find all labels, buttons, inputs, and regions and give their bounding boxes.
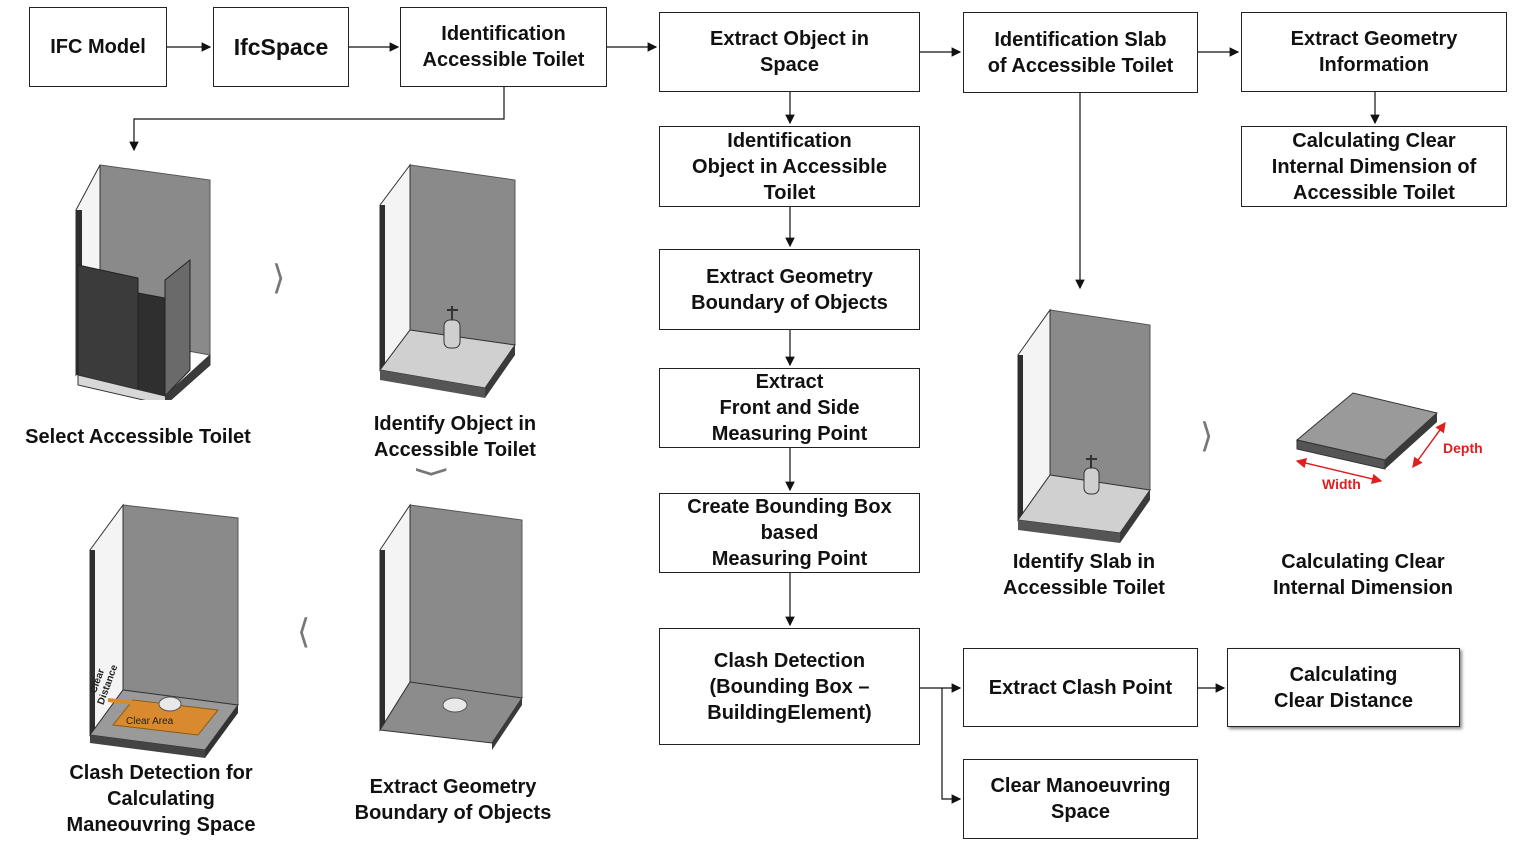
box-calculating-clear-internal-dimension: Calculating Clear Internal Dimension of … xyxy=(1241,126,1507,207)
box-extract-clash-point: Extract Clash Point xyxy=(963,648,1198,727)
illustration-identify-slab xyxy=(1017,308,1151,543)
caption-calculating-clear-internal-dimension: Calculating Clear Internal Dimension xyxy=(1272,551,1454,599)
box-extract-object-in-space-label: Extract Object in Space xyxy=(710,28,869,76)
box-calculating-clear-internal-dimension-label: Calculating Clear Internal Dimension of … xyxy=(1271,129,1477,204)
box-identification-object-label: Identification Object in Accessible Toil… xyxy=(692,129,887,204)
arrow-clash-manoeuvring xyxy=(941,688,962,804)
chevron-left-icon: ⟨ xyxy=(297,612,311,652)
clear-area-label: Clear Area xyxy=(126,716,174,727)
box-extract-front-side-label: Extract Front and Side Measuring Point xyxy=(711,371,868,445)
chevron-down-icon: ⟩ xyxy=(411,465,452,479)
caption-extract-geometry-boundary: Extract Geometry Boundary of Objects xyxy=(354,776,552,824)
box-calculating-clear-distance: Calculating Clear Distance xyxy=(1227,648,1460,727)
arrow-identification-select xyxy=(129,87,505,152)
chevron-right-icon: ⟩ xyxy=(1200,416,1214,456)
box-identification-accessible-toilet-label: Identification Accessible Toilet xyxy=(422,23,585,71)
caption-clash-detection-maneuvring: Clash Detection for Calculating Maneouvr… xyxy=(66,762,256,836)
box-create-bounding-box: Create Bounding Box based Measuring Poin… xyxy=(659,493,920,573)
box-identification-object: Identification Object in Accessible Toil… xyxy=(659,126,920,207)
box-identification-accessible-toilet: Identification Accessible Toilet xyxy=(400,7,607,87)
box-extract-object-in-space: Extract Object in Space xyxy=(659,12,920,92)
box-ifc-model-label: IFC Model xyxy=(50,36,146,58)
box-clash-detection-label: Clash Detection (Bounding Box – Building… xyxy=(707,649,872,724)
caption-select-accessible-toilet: Select Accessible Toilet xyxy=(25,426,251,448)
illustration-slab-dimensions xyxy=(1295,392,1446,484)
box-extract-geometry-information: Extract Geometry Information xyxy=(1241,12,1507,92)
box-clash-detection: Clash Detection (Bounding Box – Building… xyxy=(659,628,920,745)
box-clear-manoeuvring-space: Clear Manoeuvring Space xyxy=(963,759,1198,839)
width-label: Width xyxy=(1322,476,1361,492)
box-calculating-clear-distance-label: Calculating Clear Distance xyxy=(1274,663,1413,712)
illustration-identify-object xyxy=(379,163,516,398)
caption-identify-slab: Identify Slab in Accessible Toilet xyxy=(1003,551,1165,599)
box-create-bounding-box-label: Create Bounding Box based Measuring Poin… xyxy=(687,496,892,570)
box-ifc-space: IfcSpace xyxy=(213,7,349,87)
box-clear-manoeuvring-space-label: Clear Manoeuvring Space xyxy=(990,775,1171,823)
illustration-clash-detection xyxy=(89,503,239,758)
box-ifc-model: IFC Model xyxy=(29,7,167,87)
caption-identify-object: Identify Object in Accessible Toilet xyxy=(373,413,537,461)
box-extract-clash-point-label: Extract Clash Point xyxy=(988,676,1173,699)
box-identification-slab: Identification Slab of Accessible Toilet xyxy=(963,12,1198,93)
illustration-extract-boundary xyxy=(379,503,523,750)
box-identification-slab-label: Identification Slab of Accessible Toilet xyxy=(987,28,1174,77)
chevron-right-icon: ⟩ xyxy=(272,258,286,298)
box-ifc-space-label: IfcSpace xyxy=(233,34,329,60)
box-extract-front-side: Extract Front and Side Measuring Point xyxy=(659,368,920,448)
box-extract-geometry-information-label: Extract Geometry Information xyxy=(1290,28,1458,76)
box-extract-geometry-boundary: Extract Geometry Boundary of Objects xyxy=(659,249,920,330)
illustration-select-toilet xyxy=(75,164,211,400)
depth-label: Depth xyxy=(1443,440,1483,456)
box-extract-geometry-boundary-label: Extract Geometry Boundary of Objects xyxy=(691,265,888,314)
